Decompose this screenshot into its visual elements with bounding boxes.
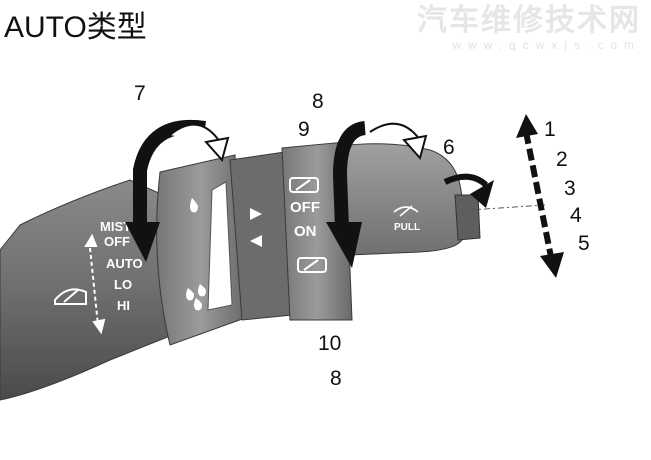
label-pull: PULL xyxy=(394,222,420,233)
label-off: OFF xyxy=(104,234,130,249)
position-arrow-shaft xyxy=(523,131,555,263)
label-washer-off: OFF xyxy=(290,199,320,216)
pull-arrow-6 xyxy=(443,173,489,188)
position-arrow-up-head xyxy=(516,114,538,138)
callout-2: 2 xyxy=(556,148,568,171)
lever-axis-line xyxy=(469,204,546,211)
callout-1: 1 xyxy=(544,118,556,141)
lever-tip xyxy=(339,143,463,256)
rotation-arrow-washer xyxy=(332,121,367,229)
label-hi: HI xyxy=(117,298,130,313)
label-lo: LO xyxy=(114,277,132,292)
callout-3: 3 xyxy=(564,177,576,200)
rain-heavy-icon xyxy=(186,284,206,311)
washer-wiper-icon-top xyxy=(289,177,319,193)
watermark-name: 汽车维修技术网 xyxy=(417,4,641,37)
pull-arrow-6-head xyxy=(470,180,494,208)
indicator-triangle-bottom xyxy=(250,235,262,247)
rotation-arrow-washer-back xyxy=(369,122,421,141)
callout-7: 7 xyxy=(134,82,146,105)
watermark-url: www.qcwxjs.com xyxy=(452,38,641,52)
page-title: AUTO类型 xyxy=(4,11,147,44)
label-washer-on: ON xyxy=(294,223,317,240)
callout-8-top: 8 xyxy=(312,90,324,113)
callout-4: 4 xyxy=(570,204,582,227)
callout-5: 5 xyxy=(578,232,590,255)
pull-wiper-icon xyxy=(393,205,419,217)
callout-6: 6 xyxy=(443,136,455,159)
callout-10: 10 xyxy=(318,332,341,355)
speed-wedge-indicator xyxy=(207,181,233,311)
label-auto: AUTO xyxy=(106,256,143,271)
rotation-arrow-washer-back-head xyxy=(402,134,428,161)
label-mist: MIST xyxy=(100,219,131,234)
callout-9: 9 xyxy=(298,118,310,141)
washer-wiper-icon-bottom xyxy=(297,257,327,273)
stalk-updown-arrow xyxy=(84,233,106,335)
front-wiper-icon xyxy=(54,288,87,305)
callout-8-bottom: 8 xyxy=(330,367,342,390)
watermark: 汽车维修技术网 www.qcwxjs.com xyxy=(417,4,641,52)
end-cap xyxy=(454,194,481,241)
rotation-arrow-7-head xyxy=(125,222,160,262)
rotation-arrow-washer-head xyxy=(326,222,362,268)
rain-light-icon xyxy=(190,198,198,213)
indicator-triangle-top xyxy=(250,208,262,220)
position-arrow-down-head xyxy=(540,252,564,278)
rotation-arrow-7-back-head xyxy=(204,136,230,163)
